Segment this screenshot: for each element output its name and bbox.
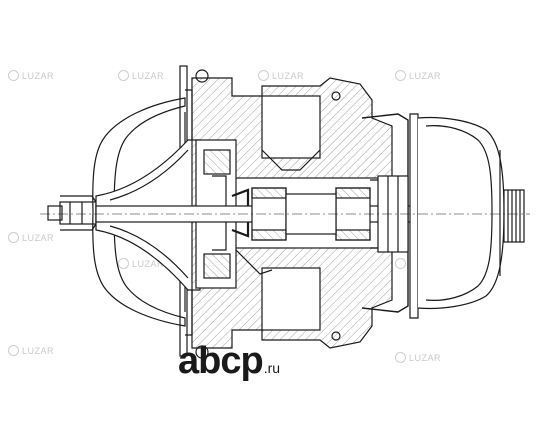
abcp-logo: abcp .ru — [178, 340, 280, 380]
watermark: LUZAR — [8, 345, 54, 356]
turbine-wheel-hub — [503, 189, 525, 243]
logo-text: abcp — [178, 340, 264, 382]
watermark-logo-icon — [395, 258, 406, 269]
bolt-bottom — [195, 345, 209, 359]
shaft-end — [47, 205, 63, 221]
watermark-logo-icon — [118, 258, 129, 269]
watermark: LUZAR — [118, 258, 164, 269]
turbine-volute — [417, 116, 505, 310]
watermark: LUZAR — [8, 232, 54, 243]
watermark: LUZAR — [258, 70, 304, 81]
watermark-logo-icon — [118, 70, 129, 81]
compressor-nut — [59, 201, 97, 225]
oil-drain — [261, 267, 321, 331]
watermark-logo-icon — [8, 70, 19, 81]
watermark: LUZAR — [395, 352, 441, 363]
watermark-logo-icon — [258, 70, 269, 81]
watermark-logo-icon — [8, 345, 19, 356]
logo-suffix: .ru — [263, 360, 281, 376]
bolt-top — [195, 69, 209, 83]
watermark-logo-icon — [395, 352, 406, 363]
watermark: LUZAR — [118, 70, 164, 81]
watermark: LUZAR — [395, 70, 441, 81]
oil-inlet — [261, 95, 321, 159]
watermark: LUZAR — [8, 70, 54, 81]
watermark-logo-icon — [395, 70, 406, 81]
compressor-housing — [92, 97, 186, 327]
turbine-housing — [409, 113, 419, 319]
watermark-logo-icon — [8, 232, 19, 243]
